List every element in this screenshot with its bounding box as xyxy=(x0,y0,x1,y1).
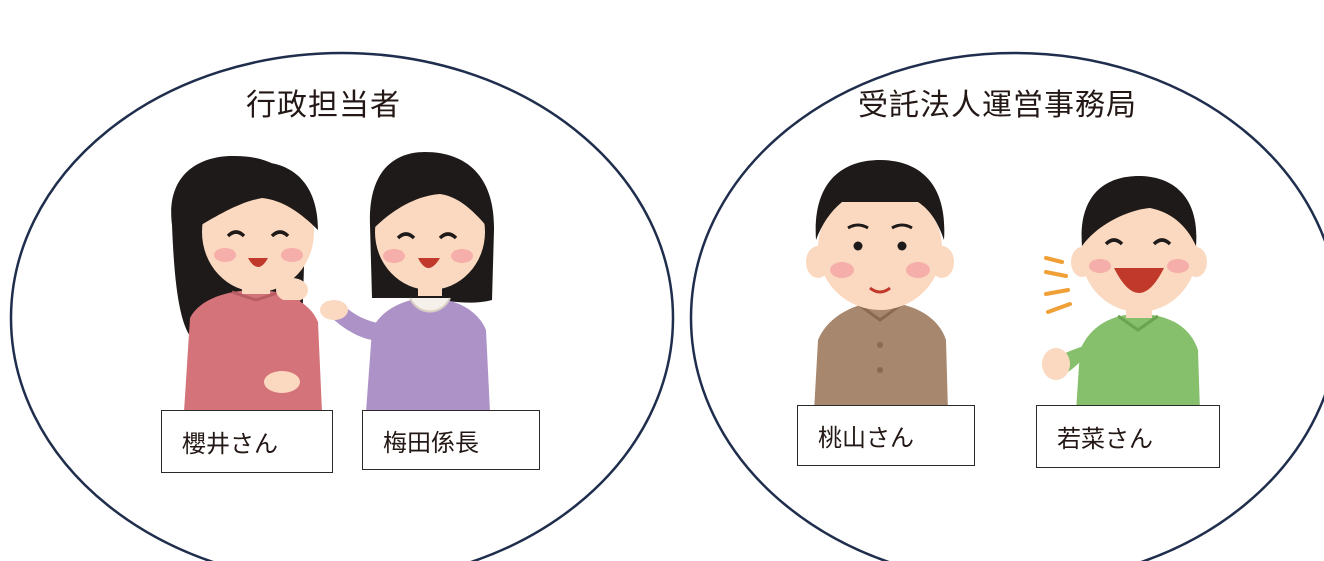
name-box-momoyama: 桃山さん xyxy=(797,405,975,466)
smiling-woman-purple-sweater-illustration xyxy=(320,152,495,412)
smiling-woman-pink-sweater-illustration xyxy=(171,155,322,412)
group-ellipse-left xyxy=(9,51,675,561)
older-man-brown-shirt-illustration xyxy=(806,160,954,412)
laughing-man-green-shirt-illustration xyxy=(1042,176,1207,412)
group-title-secretariat: 受託法人運営事務局 xyxy=(858,88,1137,123)
name-box-sakurai: 櫻井さん xyxy=(161,410,333,473)
name-box-umeda: 梅田係長 xyxy=(362,410,540,470)
group-ellipse-right xyxy=(689,51,1324,561)
group-title-government: 行政担当者 xyxy=(246,88,401,123)
name-box-wakana: 若菜さん xyxy=(1036,405,1220,468)
